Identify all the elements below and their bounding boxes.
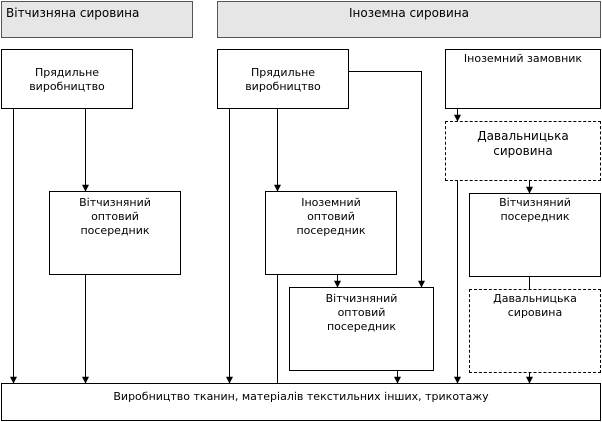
foreign-raw-header: Іноземна сировина bbox=[217, 1, 601, 38]
tolling-raw-bottom-box: Давальницька сировина bbox=[469, 289, 601, 373]
tolling-raw-top-label: Давальницька сировина bbox=[477, 129, 569, 158]
tolling-raw-bottom-label: Давальницька сировина bbox=[493, 292, 577, 319]
spinning-domestic-label: Прядильне виробництво bbox=[29, 66, 105, 93]
foreign-customer-box: Іноземний замовник bbox=[445, 49, 601, 109]
tolling-raw-top-box: Давальницька сировина bbox=[445, 121, 601, 181]
spinning-domestic-box: Прядильне виробництво bbox=[1, 49, 133, 109]
foreign-raw-header-label: Іноземна сировина bbox=[349, 6, 469, 20]
domestic-wholesale-left-label: Вітчизняний оптовий посередник bbox=[79, 196, 151, 237]
domestic-intermediary-label: Вітчизняний посередник bbox=[499, 196, 571, 223]
domestic-wholesale-middle-box: Вітчизняний оптовий посередник bbox=[289, 287, 434, 371]
arrow-spinning-foreign-to-domestic-middle bbox=[349, 71, 425, 288]
spinning-foreign-box: Прядильне виробництво bbox=[217, 49, 349, 109]
domestic-raw-header-label: Вітчизняна сировина bbox=[6, 6, 140, 20]
foreign-customer-label: Іноземний замовник bbox=[463, 52, 583, 65]
domestic-wholesale-middle-label: Вітчизняний оптовий посередник bbox=[325, 292, 398, 333]
domestic-intermediary-box: Вітчизняний посередник bbox=[469, 193, 601, 277]
production-box: Виробництво тканин, матеріалів текстильн… bbox=[1, 383, 601, 421]
foreign-wholesale-label: Іноземний оптовий посередник bbox=[296, 196, 366, 237]
domestic-raw-header: Вітчизняна сировина bbox=[1, 1, 193, 38]
production-label: Виробництво тканин, матеріалів текстильн… bbox=[113, 390, 489, 403]
spinning-foreign-label: Прядильне виробництво bbox=[245, 66, 321, 93]
domestic-wholesale-left-box: Вітчизняний оптовий посередник bbox=[49, 191, 181, 275]
foreign-wholesale-box: Іноземний оптовий посередник bbox=[265, 191, 397, 275]
